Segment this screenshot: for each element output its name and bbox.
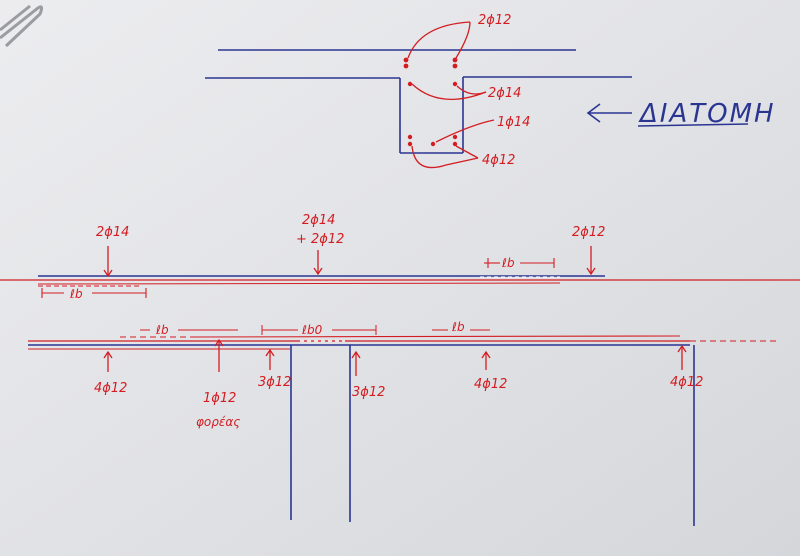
lb-label-left: ℓb	[69, 287, 83, 301]
bottom-label-5: 4ϕ12	[474, 377, 507, 392]
bottom-arrows	[103, 338, 687, 376]
top-label-left: 2ϕ14	[96, 225, 129, 240]
top-label-middle-2: + 2ϕ12	[296, 232, 344, 247]
lb-label-bottom-right: ℓb	[451, 320, 465, 334]
top-label-right: 2ϕ12	[572, 225, 605, 240]
lb0-dimension	[261, 325, 377, 335]
lb-dimension-left	[41, 288, 147, 298]
top-label-middle-1: 2ϕ14	[302, 213, 335, 228]
label-top-bars: 2ϕ12	[478, 13, 511, 28]
top-reinforcement	[0, 275, 800, 287]
bottom-label-3: 3ϕ12	[258, 375, 291, 390]
label-side-bars: 2ϕ14	[488, 86, 521, 101]
section-title-arrow-icon	[586, 103, 632, 123]
bottom-label-6: 4ϕ12	[670, 375, 703, 390]
top-red-inner-line	[37, 282, 561, 285]
cross-section	[205, 49, 632, 154]
label-bottom-middle-bar: 1ϕ14	[497, 115, 530, 130]
bottom-label-1: 4ϕ12	[94, 381, 127, 396]
lb-label-bottom-left: ℓb	[155, 323, 169, 337]
section-title-underline	[637, 123, 749, 127]
lb0-label: ℓb0	[301, 323, 323, 337]
paper-clip-icon	[0, 4, 44, 48]
columns	[290, 345, 695, 526]
bottom-red-line-3	[189, 335, 681, 338]
top-arrows	[103, 246, 596, 278]
rebar-dots	[403, 57, 458, 147]
bottom-label-2: 1ϕ12	[203, 391, 236, 406]
section-title: ΔΙΑΤΟΜΗ	[638, 99, 776, 129]
label-bottom-bars: 4ϕ12	[482, 153, 515, 168]
bottom-label-2-note: φορέας	[196, 415, 240, 429]
section-leader-lines	[407, 21, 495, 169]
bottom-reinforcement	[28, 335, 780, 350]
bottom-label-4: 3ϕ12	[352, 385, 385, 400]
lb-dimension-right	[484, 258, 555, 268]
lb-label-right: ℓb	[501, 256, 515, 270]
